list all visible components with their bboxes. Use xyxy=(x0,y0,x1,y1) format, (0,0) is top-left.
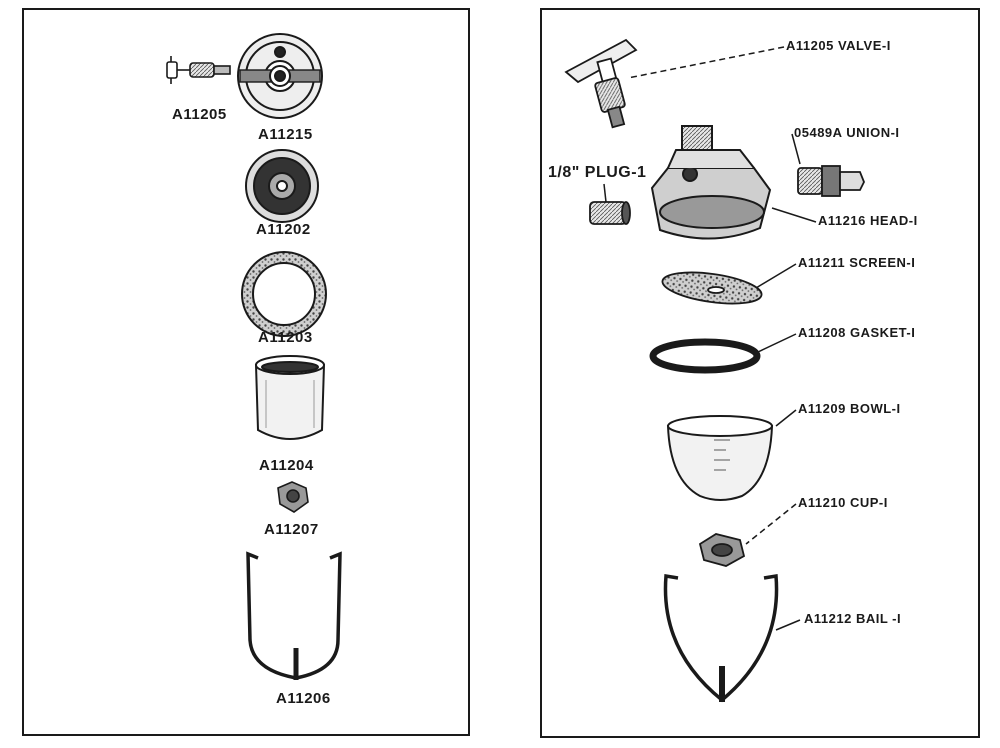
label-a11207: A11207 xyxy=(264,521,319,538)
right-gasket-drawing xyxy=(649,338,761,374)
callout-screen-name: SCREEN-I xyxy=(849,255,916,270)
label-a11203: A11203 xyxy=(258,329,313,346)
left-cup-drawing xyxy=(277,481,309,513)
left-bowl-drawing xyxy=(254,355,326,440)
callout-head: A11216 HEAD-I xyxy=(818,213,918,228)
callout-cup: A11210 CUP-I xyxy=(798,495,888,510)
callout-screen: A11211 SCREEN-I xyxy=(798,255,915,270)
label-a11204: A11204 xyxy=(259,457,314,474)
callout-bowl-name: BOWL-I xyxy=(849,401,901,416)
callout-bail-part: A11212 xyxy=(804,611,852,626)
callout-plug-name: PLUG-1 xyxy=(584,164,647,181)
left-bail-drawing xyxy=(246,551,342,680)
leader-lines xyxy=(603,46,817,631)
left-head-drawing xyxy=(237,33,323,119)
label-a11205-left: A11205 xyxy=(172,106,227,123)
callout-cup-name: CUP-I xyxy=(849,495,888,510)
left-valve-drawing xyxy=(166,56,231,84)
leader-bowl xyxy=(775,409,797,427)
label-a11215: A11215 xyxy=(258,126,313,143)
leader-bail xyxy=(775,619,801,631)
label-a11202: A11202 xyxy=(256,221,311,238)
callout-plug: 1/8" PLUG-1 xyxy=(548,164,646,182)
callout-screen-part: A11211 xyxy=(798,255,846,270)
right-plug-drawing xyxy=(589,201,631,225)
right-bail-drawing xyxy=(663,573,779,703)
right-bowl-drawing xyxy=(666,415,774,501)
callout-gasket: A11208 GASKET-I xyxy=(798,325,915,340)
right-cup-drawing xyxy=(698,533,746,567)
leader-screen xyxy=(755,263,797,289)
callout-bowl-part: A11209 xyxy=(798,401,846,416)
left-panel-frame xyxy=(22,8,470,736)
leader-union xyxy=(791,133,801,165)
callout-union-name: UNION-I xyxy=(846,125,900,140)
right-panel-frame xyxy=(540,8,980,738)
leader-gasket xyxy=(757,333,797,353)
callout-head-part: A11216 xyxy=(818,213,866,228)
callout-gasket-part: A11208 xyxy=(798,325,846,340)
label-a11206: A11206 xyxy=(276,690,331,707)
right-valve-drawing xyxy=(564,38,638,129)
callout-bowl: A11209 BOWL-I xyxy=(798,401,901,416)
callout-bail: A11212 BAIL -I xyxy=(804,611,901,626)
callout-valve: A11205 VALVE-I xyxy=(786,38,891,53)
left-gasket-drawing xyxy=(241,251,327,337)
leader-cup xyxy=(745,503,797,545)
callout-valve-part: A11205 xyxy=(786,38,834,53)
right-screen-drawing xyxy=(661,271,763,305)
callout-plug-part: 1/8" xyxy=(548,164,580,181)
callout-cup-part: A11210 xyxy=(798,495,846,510)
callout-gasket-name: GASKET-I xyxy=(849,325,916,340)
right-head-drawing xyxy=(650,125,772,240)
callout-head-name: HEAD-I xyxy=(869,213,918,228)
callout-union-part: 05489A xyxy=(794,125,843,140)
leader-head xyxy=(771,207,817,223)
callout-bail-name: BAIL -I xyxy=(855,611,902,626)
leader-plug xyxy=(603,183,607,203)
callout-valve-name: VALVE-I xyxy=(837,38,891,53)
left-screen-drawing xyxy=(245,149,319,223)
leader-valve xyxy=(627,46,785,79)
right-union-drawing xyxy=(797,165,865,197)
callout-union: 05489A UNION-I xyxy=(794,125,900,140)
